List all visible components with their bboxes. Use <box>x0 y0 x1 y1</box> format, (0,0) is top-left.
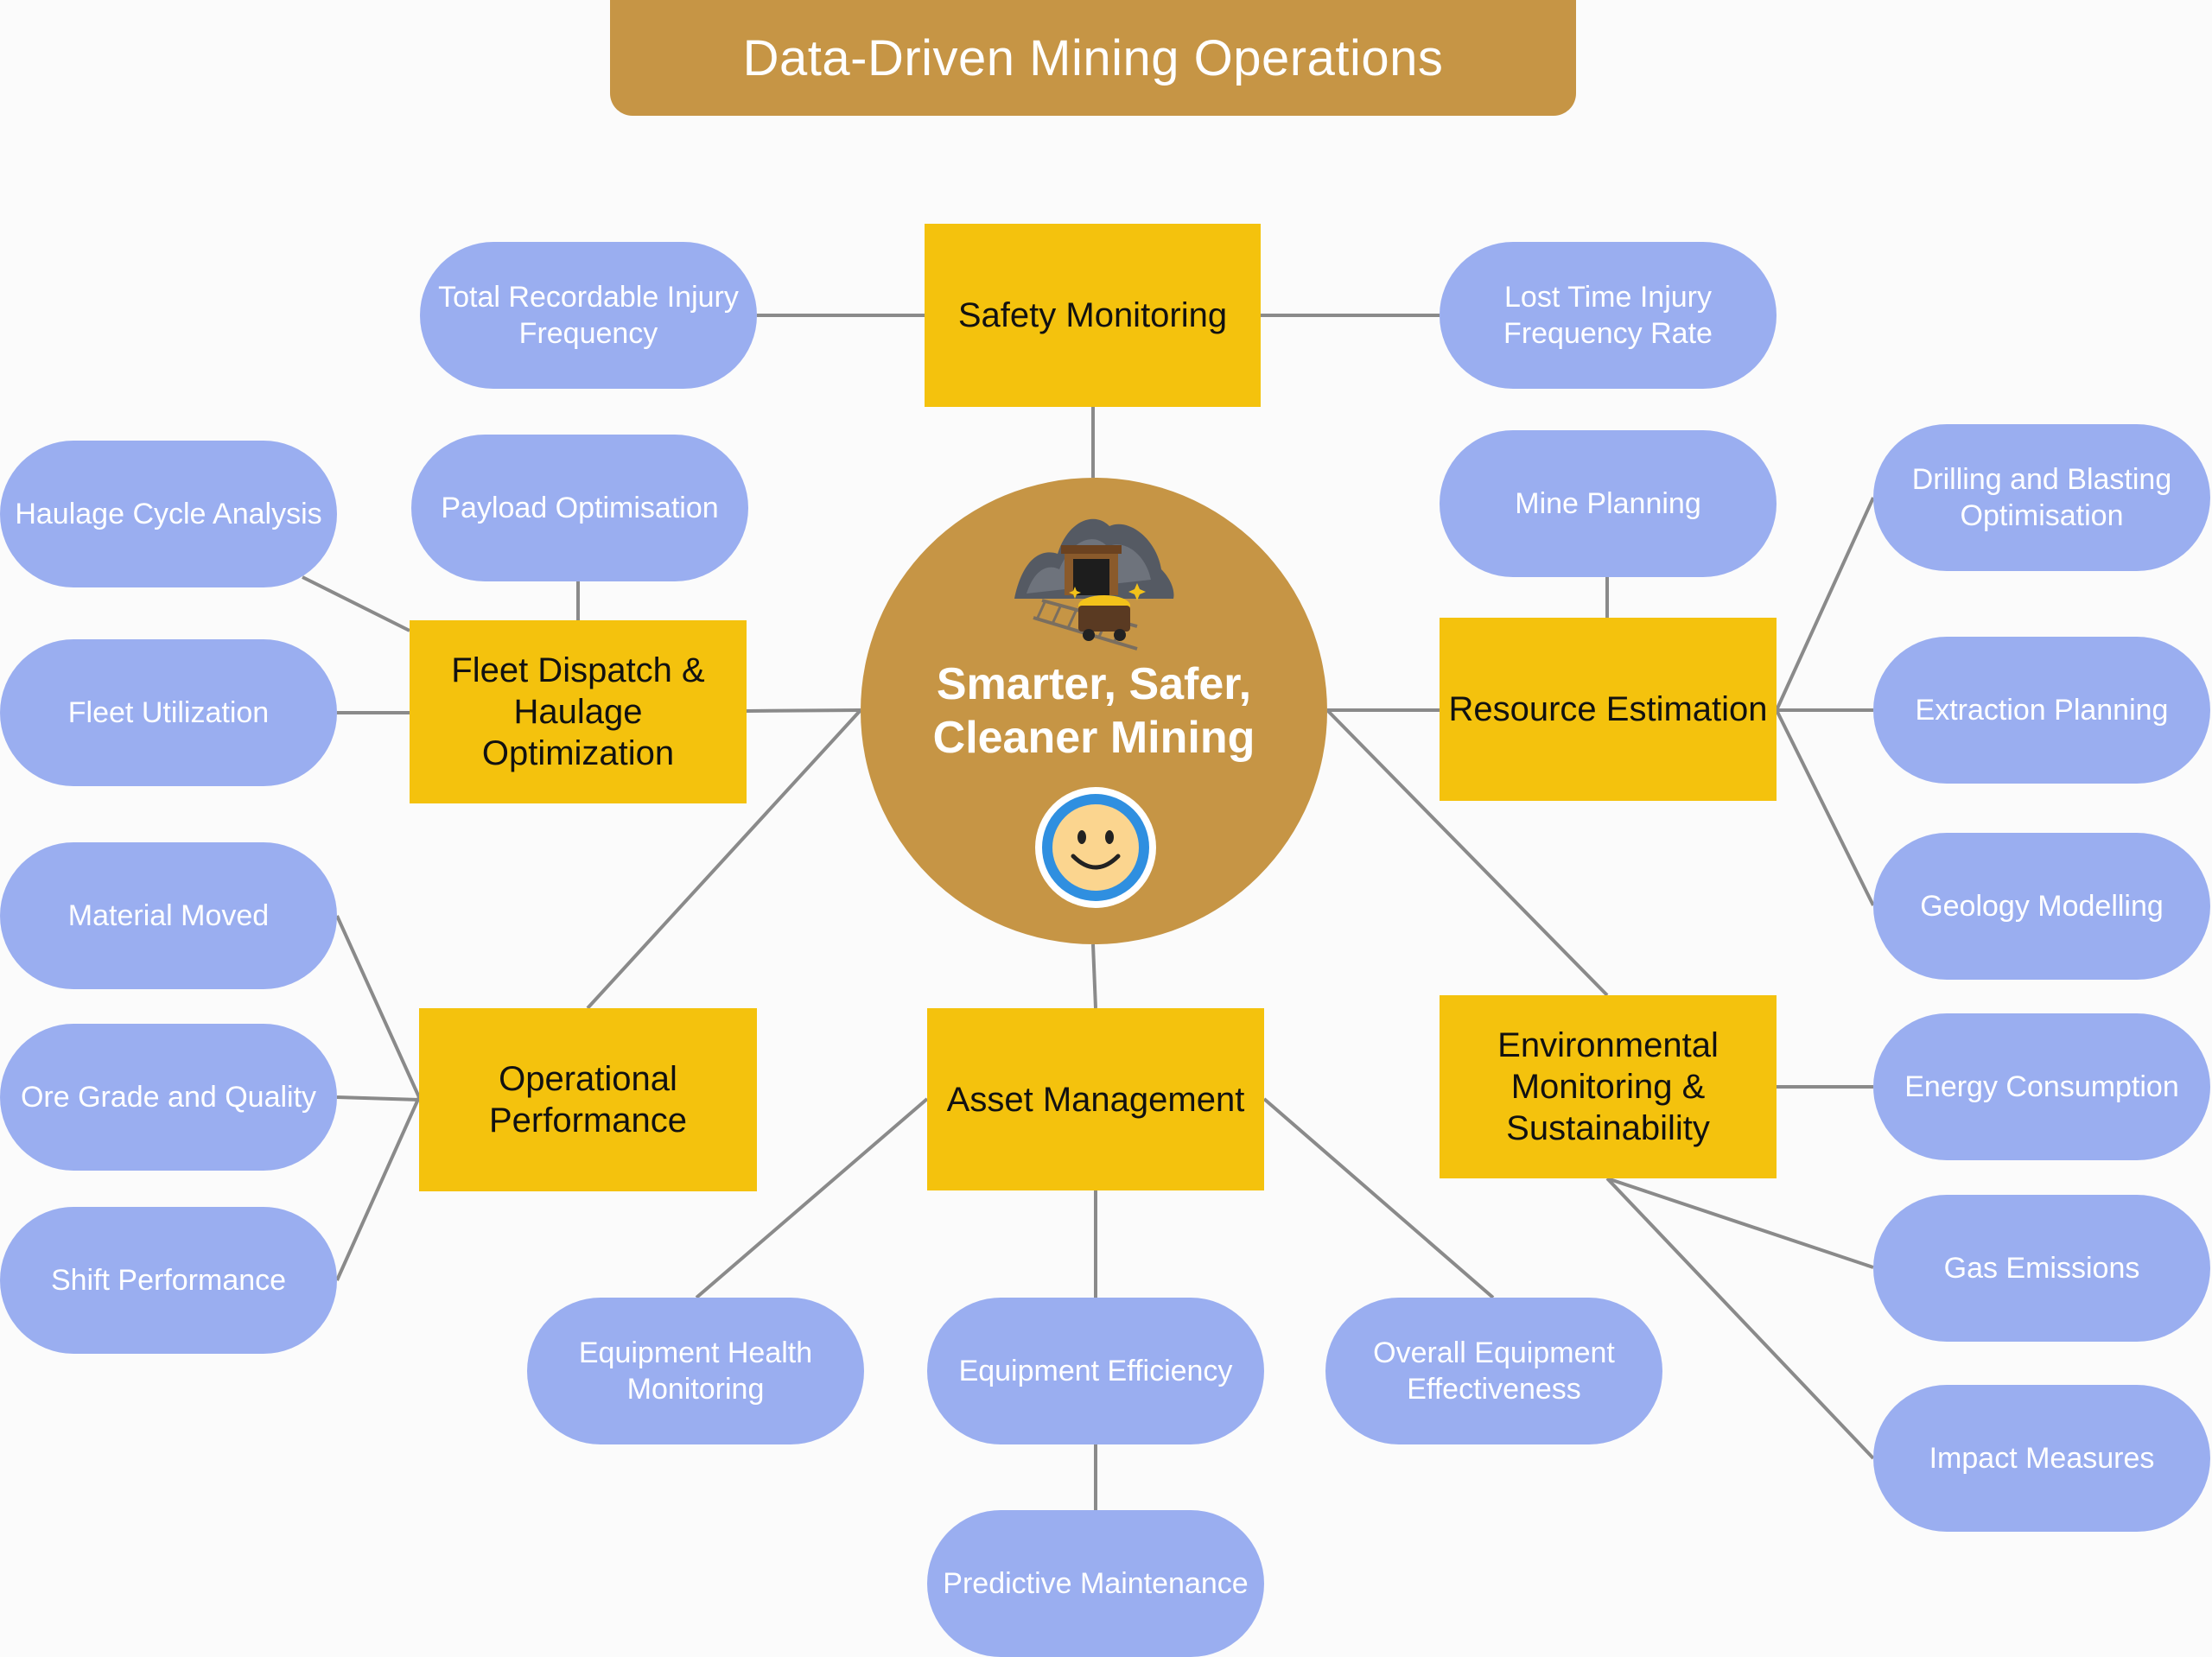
kpi-ore-grade-and-quality: Ore Grade and Quality <box>0 1024 337 1171</box>
kpi-lost-time-injury-frequency-rate: Lost Time Injury Frequency Rate <box>1440 242 1777 389</box>
kpi-geology-modelling: Geology Modelling <box>1873 833 2210 980</box>
kpi-shift-performance: Shift Performance <box>0 1207 337 1354</box>
kpi-haulage-cycle-analysis: Haulage Cycle Analysis <box>0 441 337 587</box>
kpi-mine-planning: Mine Planning <box>1440 430 1777 577</box>
connector-env-gas <box>1606 1177 1874 1269</box>
connector-asset-oee <box>1262 1097 1495 1299</box>
connector-resource-geology <box>1775 709 1875 906</box>
kpi-overall-equipment-effectiveness: Overall Equipment Effectiveness <box>1325 1298 1662 1444</box>
connector-hub-fleet <box>746 708 861 713</box>
kpi-gas-emissions: Gas Emissions <box>1873 1195 2210 1342</box>
hub-label: Smarter, Safer, Cleaner Mining <box>861 657 1327 765</box>
kpi-drilling-and-blasting-optimisation: Drilling and Blasting Optimisation <box>1873 424 2210 571</box>
category-safety-monitoring: Safety Monitoring <box>925 224 1261 407</box>
connector-operational-shift <box>335 1096 421 1281</box>
page-title: Data-Driven Mining Operations <box>610 0 1576 116</box>
kpi-predictive-maintenance: Predictive Maintenance <box>927 1510 1264 1657</box>
category-resource-estimation: Resource Estimation <box>1440 618 1777 801</box>
kpi-extraction-planning: Extraction Planning <box>1873 637 2210 784</box>
center-hub: Smarter, Safer, Cleaner Mining <box>861 478 1327 944</box>
category-asset-management: Asset Management <box>927 1008 1264 1190</box>
kpi-equipment-health-monitoring: Equipment Health Monitoring <box>527 1298 864 1444</box>
category-fleet-dispatch: Fleet Dispatch & Haulage Optimization <box>410 620 747 803</box>
connector-hub-asset <box>1091 943 1097 1009</box>
connector-hub-operational <box>586 708 862 1010</box>
connector-env-impact <box>1605 1177 1875 1460</box>
hub-label-line1: Smarter, Safer, <box>936 659 1252 709</box>
category-environmental-monitoring: Environmental Monitoring & Sustainabilit… <box>1440 995 1777 1178</box>
category-operational-performance: Operational Performance <box>419 1008 757 1191</box>
connector-fleet-haulage <box>302 575 410 632</box>
connector-resource-drilling <box>1775 497 1875 711</box>
kpi-energy-consumption: Energy Consumption <box>1873 1013 2210 1160</box>
kpi-impact-measures: Impact Measures <box>1873 1385 2210 1532</box>
kpi-fleet-utilization: Fleet Utilization <box>0 639 337 786</box>
mine-entrance-icon <box>1014 518 1174 651</box>
hub-label-line2: Cleaner Mining <box>932 713 1255 763</box>
connector-operational-oregrade <box>336 1095 420 1101</box>
mine-cart-icon <box>1033 583 1146 651</box>
smiley-icon <box>1035 787 1156 908</box>
connector-operational-material <box>335 915 421 1098</box>
kpi-equipment-efficiency: Equipment Efficiency <box>927 1298 1264 1444</box>
connector-asset-health <box>695 1097 929 1299</box>
connector-hub-environmental <box>1325 708 1609 997</box>
kpi-total-recordable-injury-frequency: Total Recordable Injury Frequency <box>420 242 757 389</box>
kpi-payload-optimisation: Payload Optimisation <box>411 435 748 581</box>
kpi-material-moved: Material Moved <box>0 842 337 989</box>
